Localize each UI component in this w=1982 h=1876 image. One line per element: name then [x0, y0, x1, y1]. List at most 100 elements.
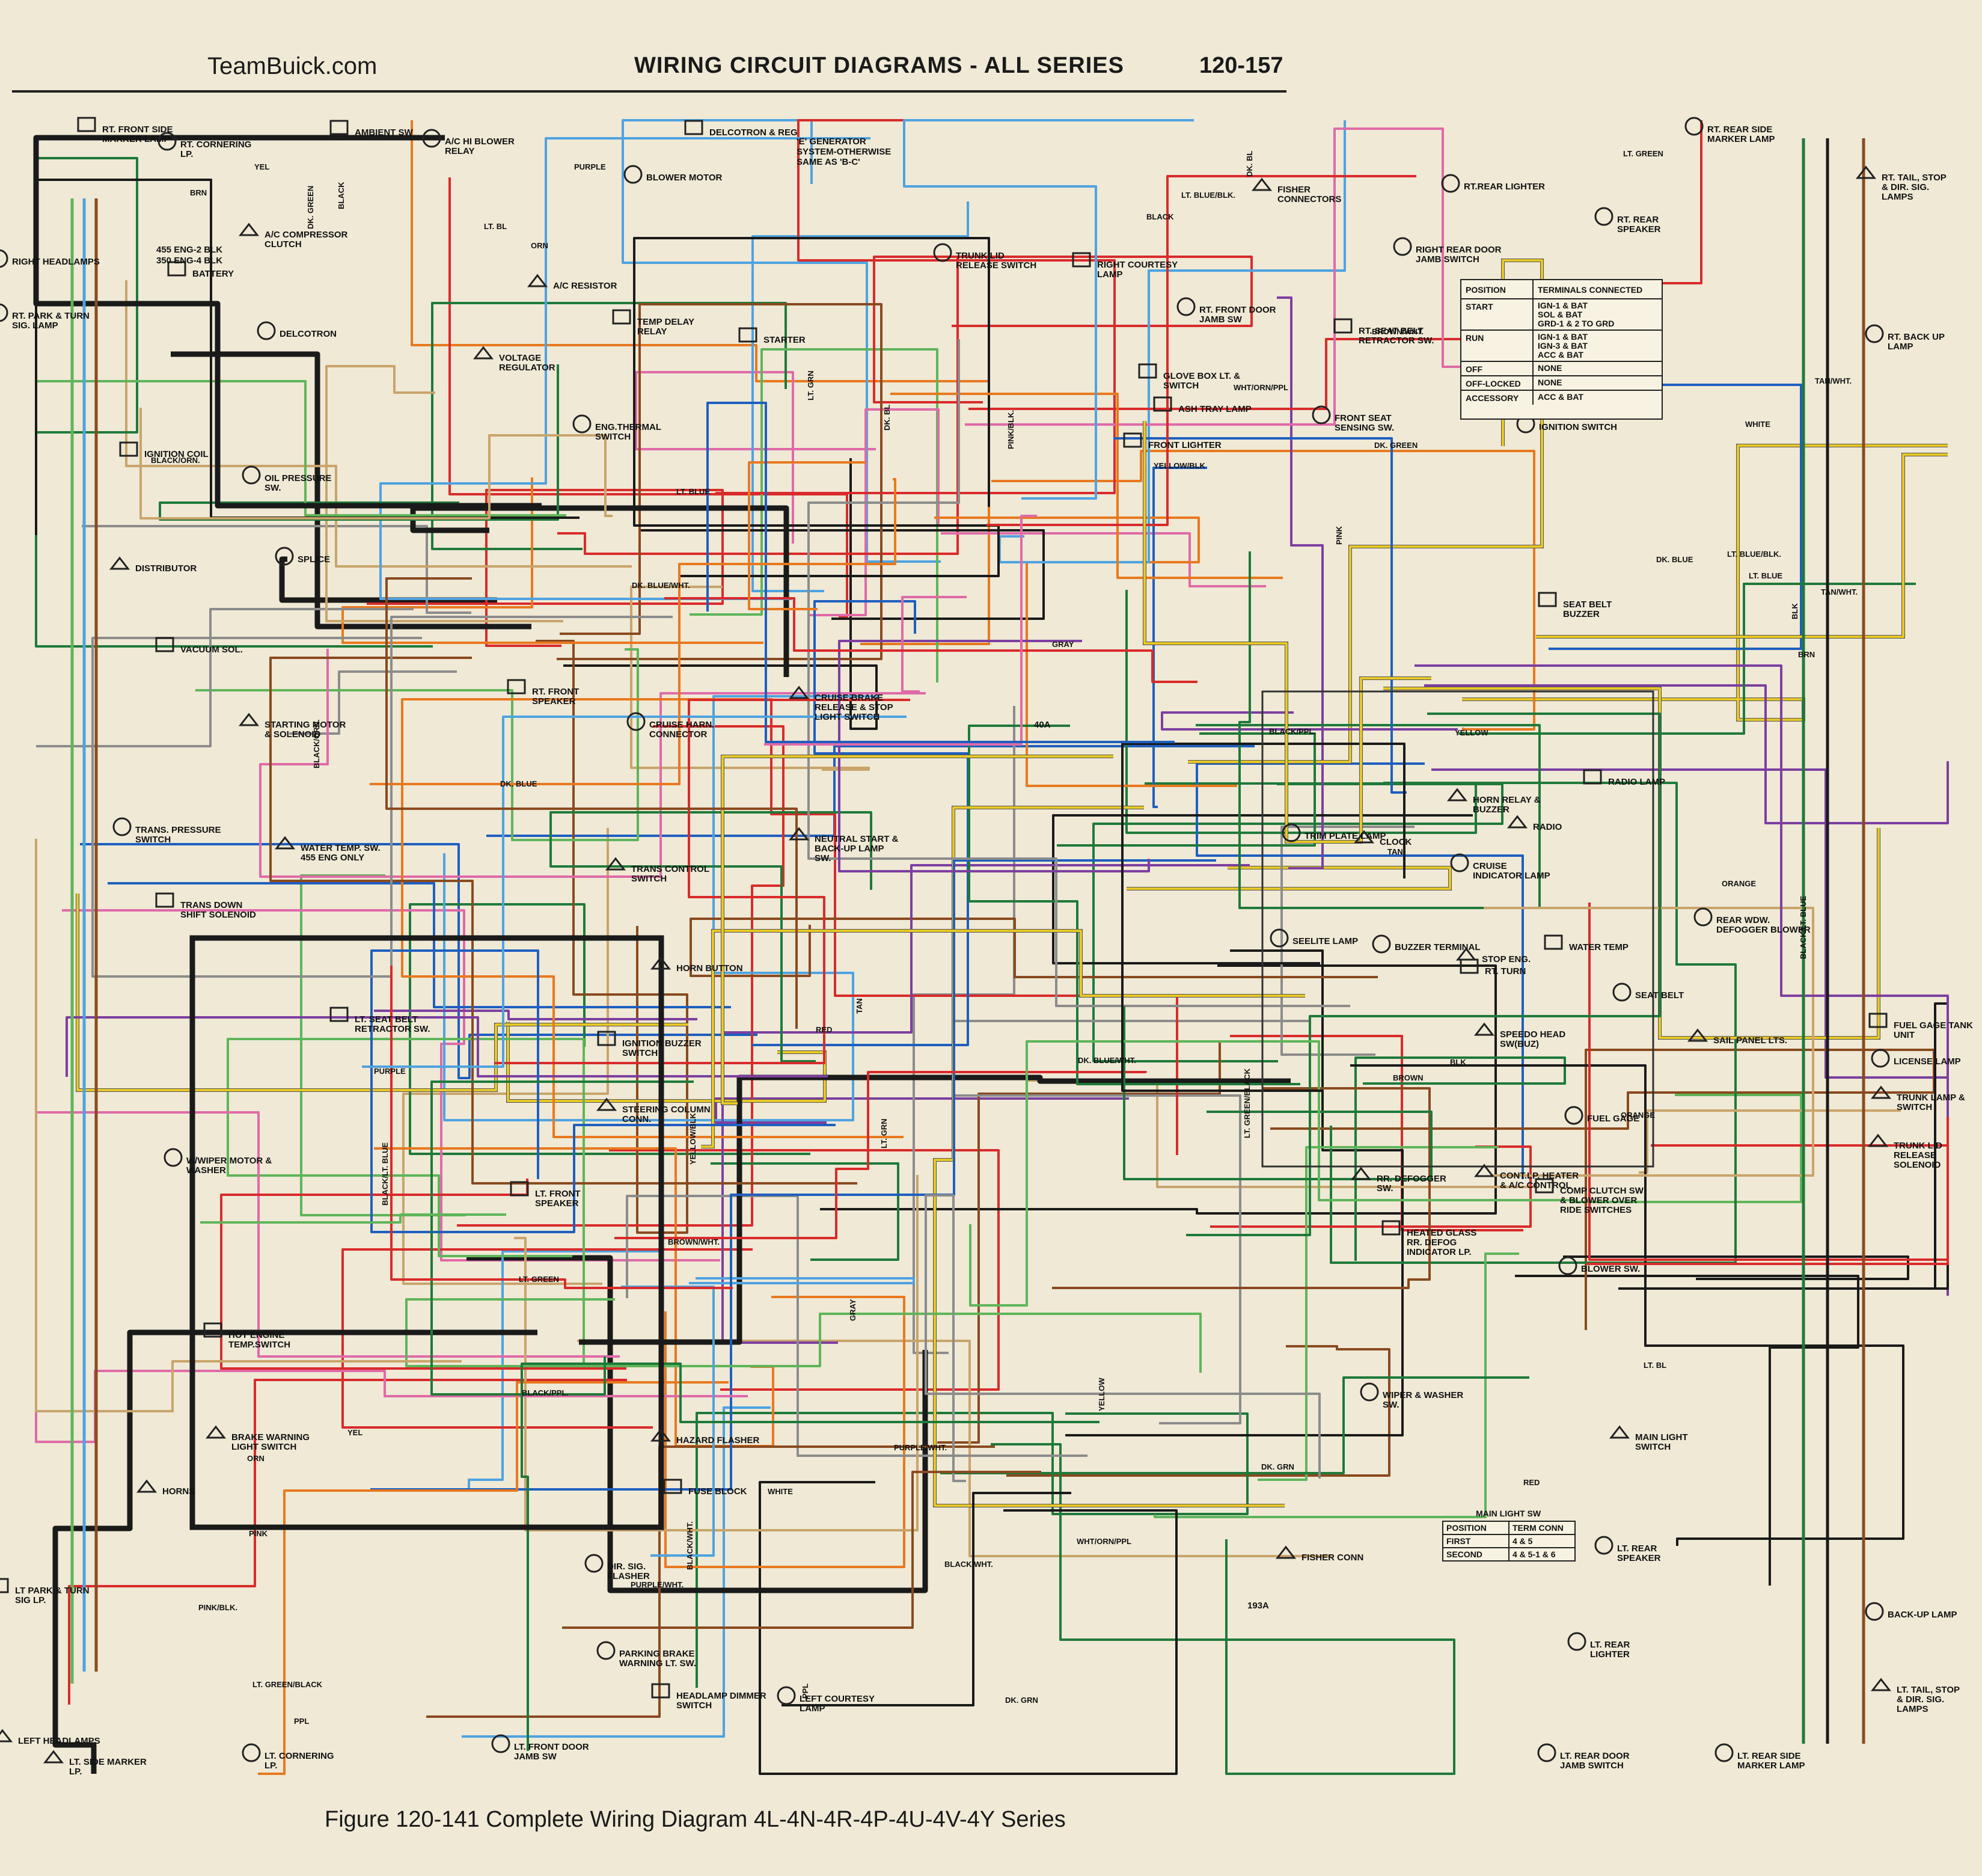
ac-hi-blower-relay-label: RELAY — [445, 146, 474, 156]
rt-rear-lighter-label: RT.REAR LIGHTER — [1464, 182, 1545, 192]
radio: RADIO — [1506, 815, 1562, 832]
left-headlamps: LEFT HEADLAMPS — [0, 1729, 100, 1746]
splice: SPLICE — [275, 547, 330, 566]
wire — [748, 461, 866, 610]
trans-control-switch-label: SWITCH — [631, 874, 667, 884]
rt-rear-side-marker-lamp-label: RT. REAR SIDE — [1707, 124, 1772, 135]
voltage-regulator-label: VOLTAGE — [499, 353, 541, 363]
wire — [410, 505, 789, 677]
lt-park-turn-sig-lp-symbol — [0, 1578, 9, 1593]
rt-seat-belt-retractor-sw-label: RETRACTOR SW. — [1359, 336, 1434, 346]
cruise-harn-connector-symbol — [626, 712, 646, 731]
rt-tail-stop-dir-sig-lamps-label: RT. TAIL, STOP — [1882, 173, 1947, 183]
wire — [125, 280, 632, 568]
wire — [36, 608, 414, 747]
trunk-lid-release-switch-label: RELEASE SWITCH — [956, 260, 1036, 271]
eng-thermal-switch-label: ENG.THERMAL — [595, 422, 661, 432]
radio-lamp: RADIO LAMP — [1583, 769, 1665, 787]
wire — [370, 478, 896, 785]
ambient-sw-symbol — [329, 120, 349, 135]
right-rear-door-jamb-switch-label: RIGHT REAR DOOR — [1416, 245, 1502, 255]
wire-label: PINK — [249, 1529, 268, 1538]
sail-panel-lts-label: SAIL PANEL LTS. — [1713, 1035, 1787, 1046]
rt-park-turn-sig-lamp-label: SIG. LAMP — [12, 320, 58, 331]
wire — [1161, 711, 1458, 731]
wire-label: BLACK/LT. BLUE — [381, 1142, 390, 1206]
wire — [289, 670, 457, 735]
wire — [1006, 1345, 1390, 1477]
horn-relay-buzzer-label: HORN RELAY & — [1473, 795, 1541, 805]
wire-label: BLACK/LT. BLUE — [1799, 895, 1808, 959]
water-temp-sw-455-eng-only: WATER TEMP. SW.455 ENG ONLY — [274, 836, 381, 863]
trans-down-shift-solenoid-label: SHIFT SOLENOID — [180, 910, 256, 920]
delcotron: DELCOTRON — [257, 321, 337, 340]
comp-clutch-sw-blower-over-ride-switches-symbol — [1535, 1178, 1554, 1194]
wire — [873, 256, 1253, 403]
wire-label: LT. BL — [1644, 1361, 1666, 1370]
lt-tail-stop-dir-sig-lamps-symbol — [1870, 1678, 1892, 1691]
hot-engine-temp-switch-label: HOT ENGINE — [228, 1330, 284, 1340]
radio-symbol — [1506, 815, 1528, 829]
ac-compressor-clutch-label: CLUTCH — [265, 239, 302, 250]
brake-warning-light-switch-label: LIGHT SWITCH — [231, 1442, 296, 1452]
wire — [838, 640, 1150, 872]
dir-sig-flasher-label: DIR. SIG. — [607, 1562, 646, 1572]
wire — [1350, 1064, 1904, 1546]
cruise-harn-connector: CRUISE HARN.CONNECTOR — [626, 712, 714, 740]
sail-panel-lts: SAIL PANEL LTS. — [1687, 1028, 1787, 1046]
wire — [36, 380, 566, 517]
wire-label: RED — [816, 1025, 832, 1034]
eng-thermal-switch-label: SWITCH — [595, 432, 631, 442]
wire-label: YELLOW — [1097, 1378, 1106, 1411]
rt-front-side-marker-lamp-symbol — [77, 117, 96, 132]
fisher-connectors-label: CONNECTORS — [1277, 194, 1341, 204]
rt-tail-stop-dir-sig-lamps-label: LAMPS — [1882, 192, 1913, 202]
fuel-gage-symbol — [1564, 1106, 1583, 1125]
table-header: TERM CONN — [1512, 1523, 1564, 1533]
wire — [1515, 1275, 1859, 1586]
heated-glass-rr-defog-indicator-lp-label: RR. DEFOG — [1407, 1237, 1457, 1248]
rt-cornering-lp-label: RT. CORNERING — [180, 139, 251, 150]
fisher-193a: 193A — [1247, 1601, 1269, 1611]
wire — [1188, 259, 1543, 763]
wire — [139, 408, 613, 520]
cruise-indicator-lamp-symbol — [1450, 853, 1469, 872]
wire-label: YEL — [254, 162, 269, 171]
wire — [1052, 1087, 1431, 1289]
parking-brake-warning-lt-sw-label: PARKING BRAKE — [619, 1649, 695, 1659]
wire — [752, 600, 969, 1046]
fisher-conn-label: FISHER CONN — [1301, 1553, 1363, 1563]
wire — [401, 698, 904, 1138]
wire — [68, 1379, 627, 1705]
wire — [402, 828, 609, 1285]
wire-label: BLK — [1450, 1058, 1466, 1067]
rear-wdw-defogger-blower-symbol — [1693, 907, 1713, 927]
distributor: DISTRIBUTOR — [109, 556, 197, 574]
horn-button-label: HORN BUTTON — [676, 963, 743, 973]
oil-pressure-sw-label: SW. — [265, 483, 281, 493]
table-title: MAIN LIGHT SW — [1476, 1509, 1541, 1518]
wire — [1057, 732, 1316, 847]
right-courtesy-lamp-symbol — [1072, 252, 1091, 268]
wiper-motor-washer: W/WIPER MOTOR &WASHER — [164, 1148, 272, 1176]
dir-sig-flasher-symbol — [584, 1554, 604, 1573]
right-courtesy-lamp-label: RIGHT COURTESY — [1097, 260, 1178, 270]
battery-label: BATTERY — [192, 269, 234, 279]
wire — [563, 458, 878, 730]
wire-label: PINK/BLK. — [198, 1603, 237, 1612]
starter-label: STARTER — [763, 335, 806, 345]
wiper-motor-washer-label: W/WIPER MOTOR & — [186, 1156, 272, 1166]
wire-label: GRAY — [848, 1299, 857, 1321]
cruise-brake-release-stop-light-switch-symbol — [788, 685, 810, 699]
wire — [925, 1194, 1321, 1482]
headlamp-dimmer-switch-symbol — [651, 1683, 670, 1699]
blower-motor: BLOWER MOTOR — [623, 165, 723, 184]
seat-belt: SEAT BELT — [1612, 982, 1684, 1002]
brake-warning-light-switch-symbol — [205, 1425, 227, 1439]
wire — [664, 597, 1197, 683]
wire — [341, 477, 763, 644]
ac-resistor-symbol — [527, 274, 548, 287]
trans-control-switch-symbol — [605, 857, 626, 871]
